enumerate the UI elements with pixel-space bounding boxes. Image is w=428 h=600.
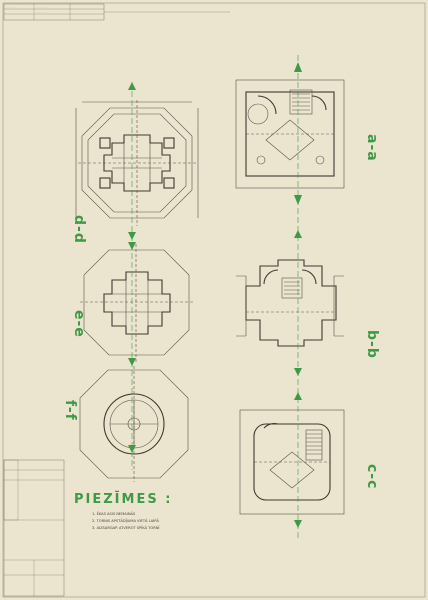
notes-title: PIEZĪMES : (74, 492, 172, 507)
title-block-top: · · · · · · · · · · · · · · · · · · · · … (3, 3, 105, 21)
svg-text:· · · · · ·: · · · · · · (36, 11, 45, 14)
section-label-f: f-f (62, 400, 78, 421)
section-label-a: a-a (364, 134, 380, 162)
cut-line-left (128, 82, 136, 470)
svg-text:· · · · · · ·: · · · · · · · (6, 6, 17, 9)
title-block-bottom (3, 459, 65, 597)
plan-d-d (75, 100, 199, 226)
plan-e-e (80, 244, 194, 362)
plan-c-c (239, 409, 345, 515)
section-label-e: e-e (71, 310, 87, 338)
note-line-1: 1. ĒKAS ASIS NEMAINĀS (92, 511, 136, 516)
section-label-d: d-d (71, 215, 87, 244)
note-line-3: 3. AIZSARGAP. ATVEROT SPĪKĀ TORNĪ (92, 525, 160, 530)
section-label-b: b-b (364, 330, 380, 359)
plan-b-b (236, 259, 344, 347)
svg-text:· · · · · · · ·: · · · · · · · · (36, 6, 49, 9)
plan-f-f (79, 366, 189, 482)
note-line-2: 2. TORNIS APSTĀDĪJUMA VIETĀ LAIPĀ (92, 518, 159, 523)
section-label-c: c-c (364, 464, 380, 489)
plan-a-a (235, 79, 345, 189)
cut-line-right (294, 55, 302, 540)
